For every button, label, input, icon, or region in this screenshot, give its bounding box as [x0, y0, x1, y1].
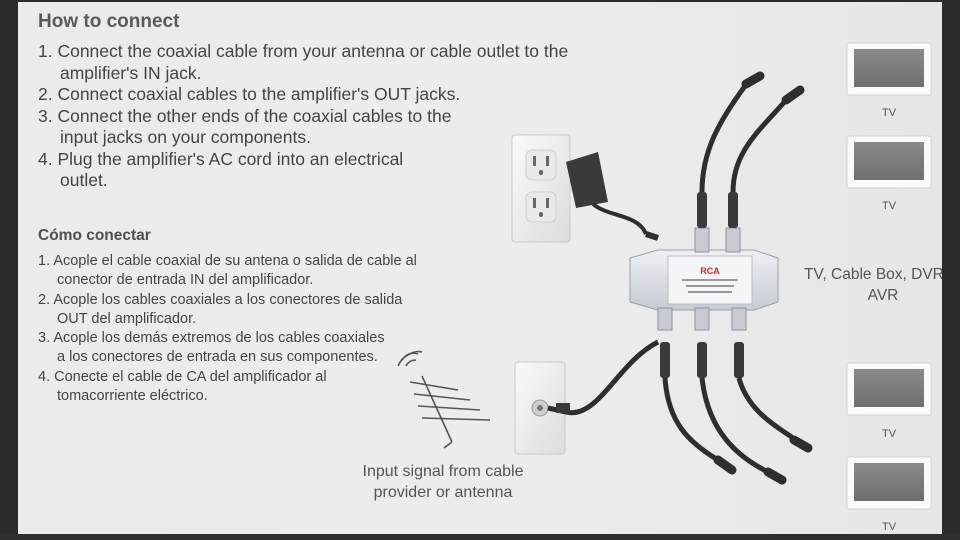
output-cable-top — [697, 71, 805, 228]
amplifier-icon: RCA — [629, 227, 779, 331]
english-step-4: 4. Plug the amplifier's AC cord into an … — [38, 148, 404, 191]
coax-wall-plate-icon — [514, 339, 660, 455]
bottom-frame-strip — [0, 534, 960, 540]
wall-outlet-icon — [511, 134, 571, 243]
english-step-1: 1. Connect the coaxial cable from your a… — [38, 41, 569, 83]
tv-icon — [846, 42, 932, 96]
instruction-panel: How to connect 1. Connect the coaxial ca… — [18, 2, 942, 534]
spanish-step-2: 2. Acople los cables coaxiales a los con… — [38, 291, 403, 327]
spanish-steps: 1. Acople el cable coaxial de su antena … — [38, 252, 458, 406]
tv-icon — [846, 135, 932, 189]
tv-icon — [846, 456, 932, 510]
tv-label-2: TV — [881, 200, 897, 212]
english-step-3: 3. Connect the other ends of the coaxial… — [38, 105, 452, 148]
input-signal-caption: Input signal from cable provider or ante… — [362, 463, 524, 501]
spanish-heading: Cómo conectar — [38, 227, 151, 244]
spanish-step-1: 1. Acople el cable coaxial de su antena … — [38, 253, 417, 289]
antenna-icon — [397, 350, 491, 449]
tv-icon — [846, 362, 932, 416]
english-heading: How to connect — [38, 11, 180, 32]
tv-label-1: TV — [881, 107, 897, 119]
english-step-2: 2. Connect coaxial cables to the amplifi… — [38, 84, 461, 104]
power-adapter-icon — [566, 152, 659, 241]
output-cable-bottom — [660, 342, 813, 485]
amplifier-brand: RCA — [700, 266, 720, 276]
spanish-step-4: 4. Conecte el cable de CA del amplificad… — [38, 368, 327, 405]
components-caption: TV, Cable Box, DVR or AVR — [804, 266, 942, 304]
tv-label-4: TV — [881, 521, 897, 533]
connection-diagram: RCA — [397, 42, 932, 510]
spanish-step-3: 3. Acople los demás extremos de los cabl… — [38, 330, 385, 366]
tv-label-3: TV — [881, 428, 897, 440]
english-steps: 1. Connect the coaxial cable from your a… — [38, 41, 578, 192]
